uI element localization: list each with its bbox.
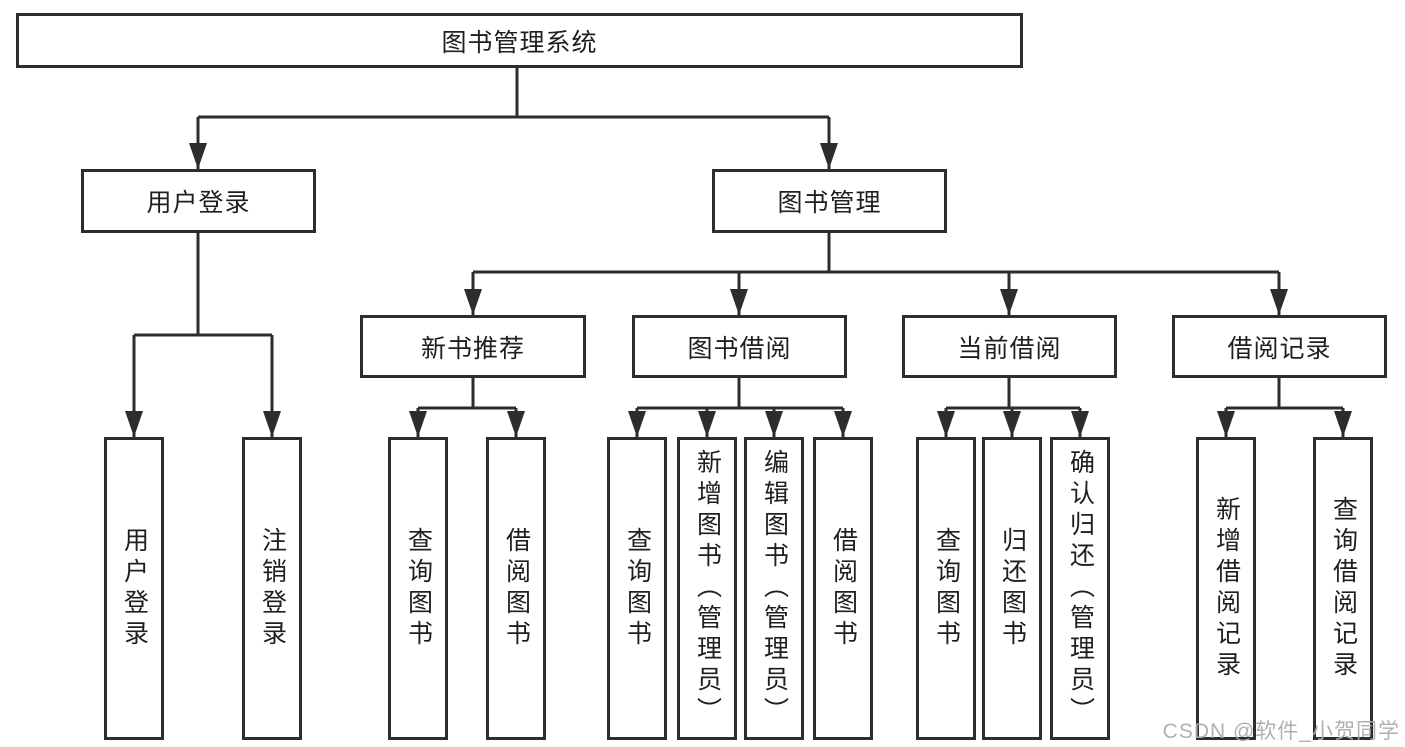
node-borrowing-records: 借阅记录	[1172, 315, 1387, 378]
leaf-add-book-admin-label: 新增图书（管理员）	[693, 449, 722, 728]
leaf-borrow-books-borrowing-label: 借阅图书	[829, 526, 858, 651]
node-user-login-label: 用户登录	[146, 189, 251, 217]
leaf-query-books-current: 查询图书	[916, 437, 976, 740]
node-borrowing-records-label: 借阅记录	[1227, 334, 1332, 363]
leaf-add-book-admin: 新增图书（管理员）	[677, 437, 737, 740]
node-book-borrowing: 图书借阅	[632, 315, 847, 378]
leaf-borrow-books-recommend-label: 借阅图书	[502, 526, 531, 651]
leaf-return-book-label: 归还图书	[998, 526, 1027, 651]
leaf-confirm-return-admin-label: 确认归还（管理员）	[1066, 449, 1095, 728]
leaf-borrow-books-borrowing: 借阅图书	[813, 437, 873, 740]
leaf-user-login-label: 用户登录	[120, 526, 149, 651]
leaf-logout-label: 注销登录	[258, 526, 287, 651]
leaf-user-login: 用户登录	[104, 437, 164, 740]
node-book-borrowing-label: 图书借阅	[687, 334, 792, 363]
node-book-management-label: 图书管理	[777, 189, 882, 217]
node-book-management: 图书管理	[712, 169, 947, 233]
node-system-root: 图书管理系统	[16, 13, 1023, 68]
watermark: CSDN @软件_小贺同学	[1162, 720, 1400, 743]
leaf-query-books-recommend-label: 查询图书	[404, 526, 433, 651]
leaf-logout: 注销登录	[242, 437, 302, 740]
leaf-edit-book-admin-label: 编辑图书（管理员）	[760, 449, 789, 728]
node-new-book-recommend-label: 新书推荐	[420, 334, 525, 363]
leaf-query-borrow-record-label: 查询借阅记录	[1329, 495, 1358, 682]
leaf-edit-book-admin: 编辑图书（管理员）	[744, 437, 804, 740]
leaf-query-books-recommend: 查询图书	[388, 437, 448, 740]
node-current-borrowing: 当前借阅	[902, 315, 1117, 378]
node-system-root-label: 图书管理系统	[441, 28, 598, 57]
leaf-query-books-borrowing-label: 查询图书	[623, 526, 652, 651]
leaf-query-books-borrowing: 查询图书	[607, 437, 667, 740]
node-new-book-recommend: 新书推荐	[360, 315, 586, 378]
node-current-borrowing-label: 当前借阅	[957, 334, 1062, 363]
leaf-return-book: 归还图书	[982, 437, 1042, 740]
leaf-query-books-current-label: 查询图书	[932, 526, 961, 651]
leaf-confirm-return-admin: 确认归还（管理员）	[1050, 437, 1110, 740]
leaf-add-borrow-record: 新增借阅记录	[1196, 437, 1256, 740]
leaf-query-borrow-record: 查询借阅记录	[1313, 437, 1373, 740]
leaf-borrow-books-recommend: 借阅图书	[486, 437, 546, 740]
leaf-add-borrow-record-label: 新增借阅记录	[1212, 495, 1241, 682]
node-user-login: 用户登录	[81, 169, 316, 233]
